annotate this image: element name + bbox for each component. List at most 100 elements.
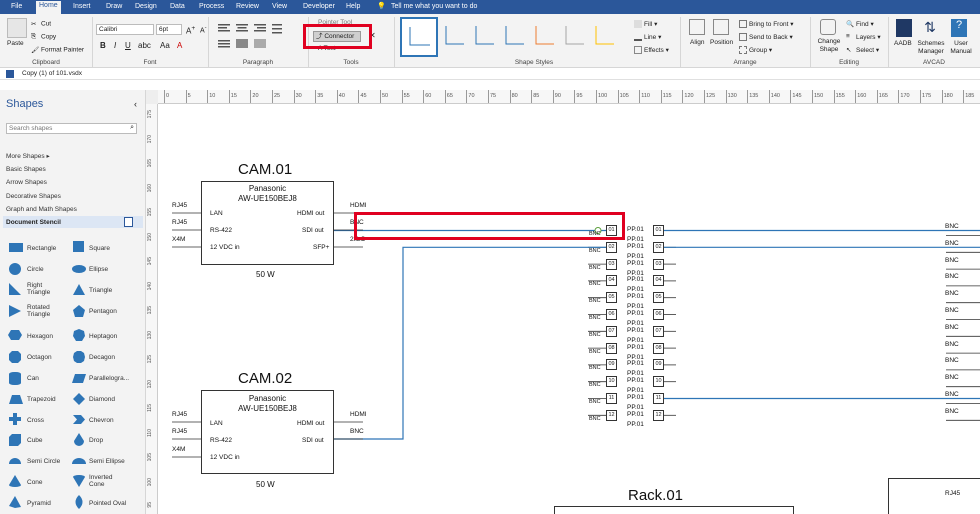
italic-icon[interactable]: I <box>114 41 117 50</box>
change-shape-button[interactable]: Change Shape <box>817 38 841 53</box>
tab-process[interactable]: Process <box>199 3 225 10</box>
search-shapes-input[interactable] <box>7 124 117 133</box>
patch-port-left[interactable]: 05 <box>606 292 617 304</box>
document-stencil-item[interactable]: Document Stencil <box>3 216 143 228</box>
style-gallery[interactable] <box>440 18 630 56</box>
stencil-rotated-triangle[interactable]: Rotated Triangle <box>27 304 51 318</box>
rectangle-shape-icon[interactable] <box>9 243 23 252</box>
stencil-heptagon[interactable]: Heptagon <box>89 333 118 340</box>
underline-icon[interactable]: U <box>125 41 131 50</box>
patch-port-right[interactable]: 07 <box>653 325 664 337</box>
patch-port-right[interactable]: 05 <box>653 292 664 304</box>
font-color-icon[interactable]: A <box>177 41 183 50</box>
search-shapes-box[interactable]: ⌕ <box>6 123 137 134</box>
patch-port-right[interactable]: 03 <box>653 258 664 270</box>
chevron-shape-icon[interactable] <box>72 414 86 425</box>
heptagon-shape-icon[interactable] <box>72 328 86 342</box>
tab-developer[interactable]: Developer <box>303 3 335 10</box>
line-button[interactable]: Line ▾ <box>634 33 661 42</box>
schemes-manager-button[interactable]: Schemes Manager <box>917 40 945 55</box>
stencil-cone[interactable]: Cone <box>27 479 43 486</box>
patch-port-left[interactable]: 10 <box>606 376 617 388</box>
stencil-trapezoid[interactable]: Trapezoid <box>27 396 56 403</box>
search-icon[interactable]: ⌕ <box>130 124 134 131</box>
font-family-select[interactable]: Calibri <box>96 24 154 35</box>
tab-home[interactable]: Home <box>36 1 61 14</box>
collapse-pane-icon[interactable]: ‹ <box>134 99 137 109</box>
decagon-shape-icon[interactable] <box>72 350 86 364</box>
cam02-device[interactable] <box>201 390 334 474</box>
stencil-triangle[interactable]: Triangle <box>89 287 113 294</box>
patch-port-right[interactable]: 01 <box>653 225 664 236</box>
stencil-square[interactable]: Square <box>89 245 110 252</box>
right-device[interactable] <box>888 478 980 514</box>
group-button[interactable]: Group ▾ <box>739 46 772 55</box>
cam01-device[interactable] <box>201 181 334 265</box>
patch-port-left[interactable]: 03 <box>606 258 617 270</box>
patch-port-left[interactable]: 08 <box>606 342 617 354</box>
format-painter-button[interactable]: 🖌Format Painter <box>31 46 84 54</box>
paste-button[interactable]: Paste <box>7 40 24 47</box>
tab-data[interactable]: Data <box>170 3 185 10</box>
stencil-pointed-oval[interactable]: Pointed Oval <box>89 500 127 507</box>
semi-ellipse-shape-icon[interactable] <box>71 457 87 465</box>
circle-shape-icon[interactable] <box>9 263 21 275</box>
align-icon[interactable] <box>689 19 705 35</box>
pointed-oval-shape-icon[interactable] <box>74 494 84 510</box>
stencil-ellipse[interactable]: Ellipse <box>89 266 109 273</box>
send-to-back-button[interactable]: Send to Back ▾ <box>739 33 793 42</box>
position-icon[interactable] <box>713 19 729 35</box>
triangle-shape-icon[interactable] <box>72 283 86 296</box>
basic-shapes-item[interactable]: Basic Shapes <box>6 166 46 173</box>
cut-button[interactable]: ✂Cut <box>31 20 52 28</box>
tab-help[interactable]: Help <box>346 3 361 10</box>
fill-button[interactable]: Fill ▾ <box>634 20 657 29</box>
effects-button[interactable]: Effects ▾ <box>634 46 669 55</box>
patch-port-left[interactable]: 04 <box>606 275 617 287</box>
font-case-icon[interactable]: Aa <box>160 41 170 50</box>
aadb-icon[interactable] <box>896 19 912 37</box>
stencil-decagon[interactable]: Decagon <box>89 354 116 361</box>
tab-review[interactable]: Review <box>236 3 259 10</box>
tab-design[interactable]: Design <box>135 3 157 10</box>
stencil-parallelogram[interactable]: Parallelogra... <box>89 375 130 382</box>
rack01-device[interactable] <box>554 506 794 514</box>
more-shapes-item[interactable]: More Shapes ▸ <box>6 153 50 160</box>
stencil-inverted-cone[interactable]: Inverted Cone <box>89 474 113 488</box>
tab-insert[interactable]: Insert <box>73 3 91 10</box>
patch-port-left[interactable]: 11 <box>606 393 617 404</box>
patch-port-left[interactable]: 09 <box>606 359 617 371</box>
patch-port-right[interactable]: 06 <box>653 309 664 320</box>
stencil-cube[interactable]: Cube <box>27 437 43 444</box>
rotated-triangle-shape-icon[interactable] <box>8 304 22 318</box>
patch-port-right[interactable]: 12 <box>653 409 664 421</box>
patch-port-right[interactable]: 04 <box>653 275 664 287</box>
diamond-shape-icon[interactable] <box>72 392 86 406</box>
patch-port-left[interactable]: 12 <box>606 409 617 421</box>
patch-port-right[interactable]: 10 <box>653 376 664 388</box>
copy-button[interactable]: ⎘Copy <box>31 33 57 41</box>
can-shape-icon[interactable] <box>9 372 21 385</box>
semi-circle-shape-icon[interactable] <box>8 456 22 465</box>
tab-view[interactable]: View <box>272 3 288 10</box>
stencil-right-triangle[interactable]: Right Triangle <box>27 282 51 296</box>
paragraph-align-icons[interactable] <box>216 22 296 52</box>
stencil-circle[interactable]: Circle <box>27 266 44 273</box>
connector-end-handle[interactable] <box>594 227 602 234</box>
stencil-rectangle[interactable]: Rectangle <box>27 245 57 252</box>
bold-icon[interactable]: B <box>100 41 106 50</box>
schemes-manager-icon[interactable]: ⇅ <box>924 19 936 35</box>
stencil-pentagon[interactable]: Pentagon <box>89 308 117 315</box>
tell-me-search[interactable]: Tell me what you want to do <box>391 3 478 10</box>
stencil-semi-ellipse[interactable]: Semi Ellipse <box>89 458 125 465</box>
select-button[interactable]: ↖Select ▾ <box>846 47 880 55</box>
stencil-cross[interactable]: Cross <box>27 417 44 424</box>
connector-tool-button[interactable]: ⤴ Connector <box>313 31 361 42</box>
tab-draw[interactable]: Draw <box>106 3 123 10</box>
graph-math-shapes-item[interactable]: Graph and Math Shapes <box>6 206 77 213</box>
stencil-semi-circle[interactable]: Semi Circle <box>27 458 61 465</box>
cube-shape-icon[interactable] <box>8 433 22 447</box>
align-button[interactable]: Align <box>690 39 705 46</box>
patch-port-left[interactable]: 07 <box>606 325 617 337</box>
right-triangle-shape-icon[interactable] <box>8 282 22 296</box>
